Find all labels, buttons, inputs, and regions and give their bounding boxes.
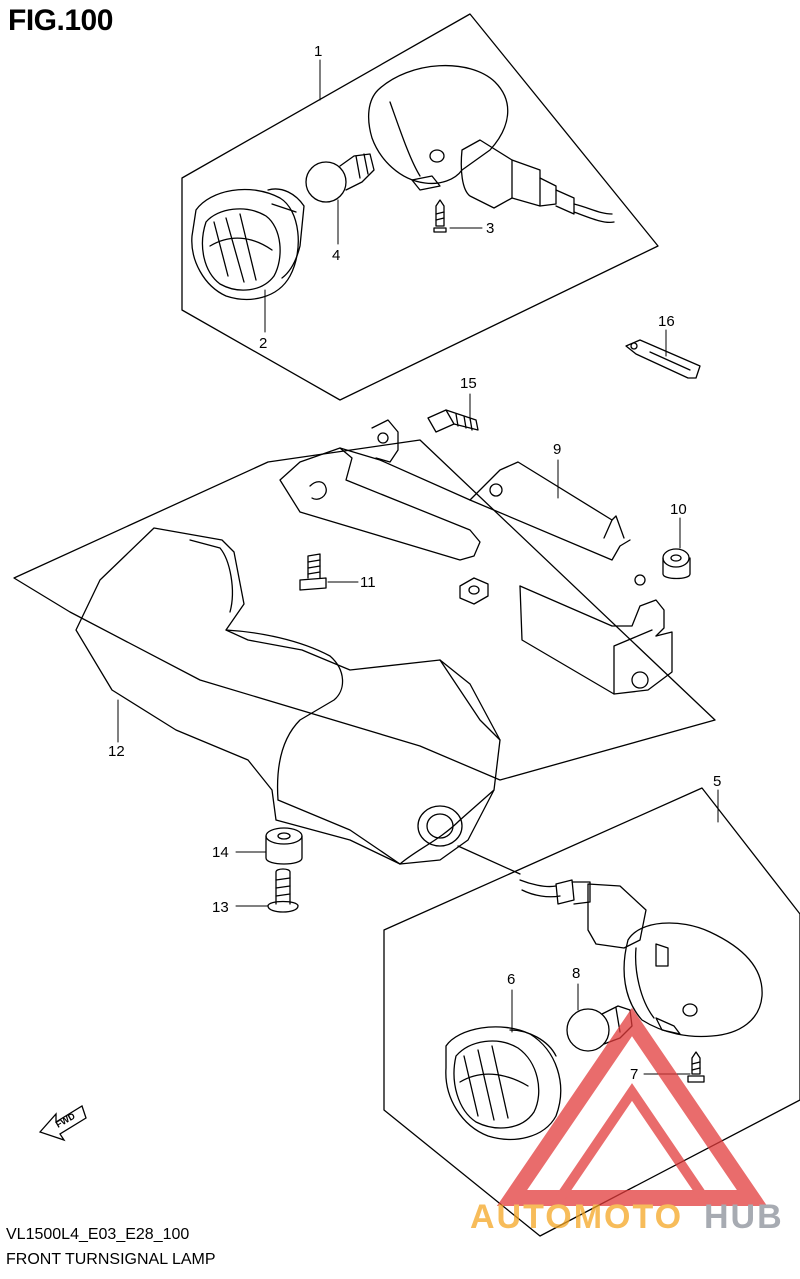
watermark-text-a: AUTOMOTO <box>470 1198 683 1236</box>
callout-9: 9 <box>553 441 561 458</box>
cover-12 <box>75 527 501 865</box>
bolt-11 <box>299 553 327 591</box>
callout-3: 3 <box>486 220 494 237</box>
bracket-nut <box>459 577 489 605</box>
bolt-13 <box>267 868 299 913</box>
callout-15: 15 <box>460 375 477 392</box>
group-box-lower <box>383 787 800 1237</box>
bracket <box>279 419 673 695</box>
group-box-upper <box>181 13 659 401</box>
fwd-arrow-icon: FWD <box>38 1105 87 1142</box>
lower-screw <box>687 1051 705 1083</box>
upper-lamp-housing <box>367 65 615 224</box>
callout-1: 1 <box>314 43 322 60</box>
callout-16: 16 <box>658 313 675 330</box>
watermark-logo: AUTOMOTO HUB <box>470 1007 784 1236</box>
collar-10 <box>662 548 691 580</box>
callout-4: 4 <box>332 247 340 264</box>
lower-lamp-housing <box>519 879 763 1038</box>
bolt-15 <box>427 409 479 433</box>
group-box-bracket <box>13 439 716 781</box>
callout-2: 2 <box>259 335 267 352</box>
callout-8: 8 <box>572 965 580 982</box>
callout-13: 13 <box>212 899 229 916</box>
callout-7: 7 <box>630 1066 638 1083</box>
callout-5: 5 <box>713 773 721 790</box>
watermark-text-b: HUB <box>704 1198 784 1236</box>
callout-12: 12 <box>108 743 125 760</box>
leader-lines <box>117 59 719 1075</box>
upper-screw <box>433 199 447 233</box>
callout-labels: 1 2 3 4 5 6 7 8 9 10 11 12 13 14 15 16 <box>108 43 721 1083</box>
clip-16 <box>625 339 701 379</box>
callout-10: 10 <box>670 501 687 518</box>
callout-14: 14 <box>212 844 229 861</box>
lower-lens <box>445 1026 562 1141</box>
upper-bulb <box>305 153 375 203</box>
upper-lens <box>191 188 305 300</box>
figure-title: FIG.100 <box>8 4 113 37</box>
callout-11: 11 <box>360 574 376 591</box>
cushion-14 <box>265 827 303 865</box>
callout-6: 6 <box>507 971 515 988</box>
figure-caption: FRONT TURNSIGNAL LAMP <box>6 1251 216 1268</box>
model-code: VL1500L4_E03_E28_100 <box>6 1226 190 1243</box>
